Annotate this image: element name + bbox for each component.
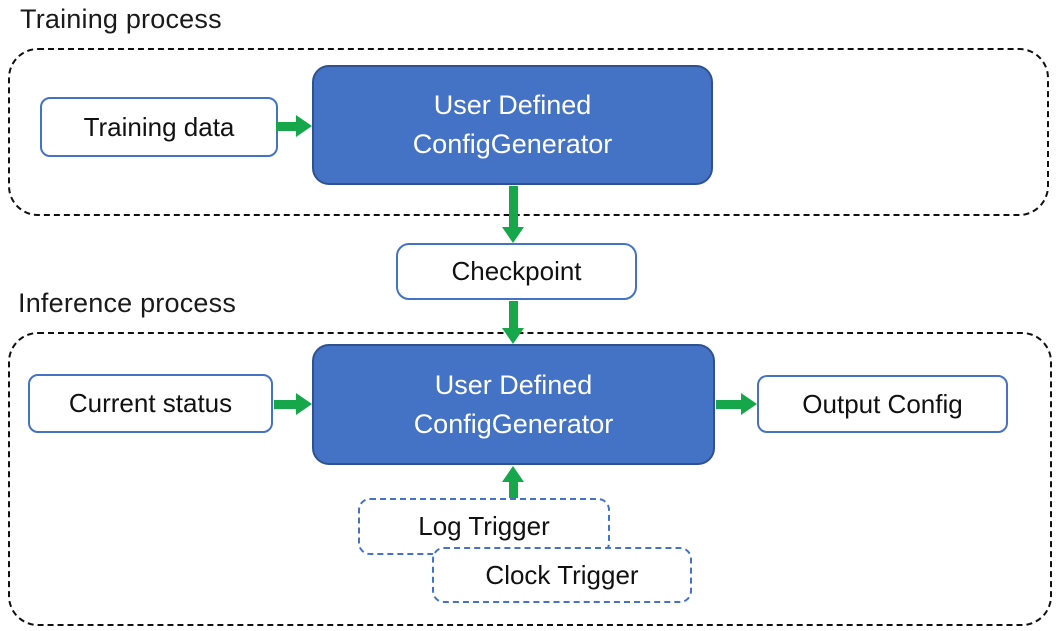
arrow-head-icon bbox=[502, 466, 524, 482]
checkpoint-node: Checkpoint bbox=[396, 243, 637, 300]
clock-trigger-node: Clock Trigger bbox=[432, 547, 692, 603]
arrow-head-icon bbox=[502, 227, 524, 243]
arrow-shaft bbox=[508, 186, 518, 227]
current-status-label: Current status bbox=[68, 388, 233, 418]
arrow-shaft bbox=[508, 482, 518, 498]
training-process-title: Training process bbox=[20, 4, 222, 34]
log-trigger-node: Log Trigger bbox=[358, 498, 610, 555]
arrow-generator-to-output-config bbox=[716, 393, 757, 415]
inference-process-container bbox=[8, 332, 1052, 626]
training-config-generator-line2: ConfigGenerator bbox=[412, 129, 613, 159]
inference-config-generator-line2: ConfigGenerator bbox=[413, 408, 614, 439]
training-data-node: Training data bbox=[40, 97, 278, 157]
arrow-head-icon bbox=[296, 393, 312, 415]
training-config-generator-node: User Defined ConfigGenerator bbox=[312, 65, 713, 185]
training-data-label: Training data bbox=[83, 111, 235, 142]
output-config-node: Output Config bbox=[757, 375, 1008, 433]
arrow-head-icon bbox=[741, 393, 757, 415]
checkpoint-label: Checkpoint bbox=[451, 256, 582, 286]
arrow-shaft bbox=[716, 399, 741, 409]
arrow-head-icon bbox=[502, 328, 524, 344]
current-status-node: Current status bbox=[28, 374, 273, 433]
arrow-current-status-to-generator bbox=[274, 393, 312, 415]
inference-config-generator-node: User Defined ConfigGenerator bbox=[312, 344, 715, 465]
training-process-container bbox=[8, 48, 1049, 216]
inference-process-title: Inference process bbox=[18, 288, 237, 318]
arrow-shaft bbox=[508, 301, 518, 328]
clock-trigger-label: Clock Trigger bbox=[485, 559, 639, 590]
arrow-training-data-to-generator bbox=[276, 115, 312, 137]
log-trigger-label: Log Trigger bbox=[418, 511, 550, 541]
output-config-label: Output Config bbox=[802, 388, 963, 419]
inference-config-generator-line1: User Defined bbox=[434, 369, 593, 400]
arrow-trigger-to-generator bbox=[502, 466, 524, 498]
arrow-checkpoint-to-inference-generator bbox=[502, 301, 524, 344]
arrow-shaft bbox=[276, 121, 296, 131]
arrow-shaft bbox=[274, 399, 296, 409]
training-config-generator-line1: User Defined bbox=[433, 90, 592, 120]
arrow-head-icon bbox=[296, 115, 312, 137]
arrow-generator-to-checkpoint bbox=[502, 186, 524, 243]
